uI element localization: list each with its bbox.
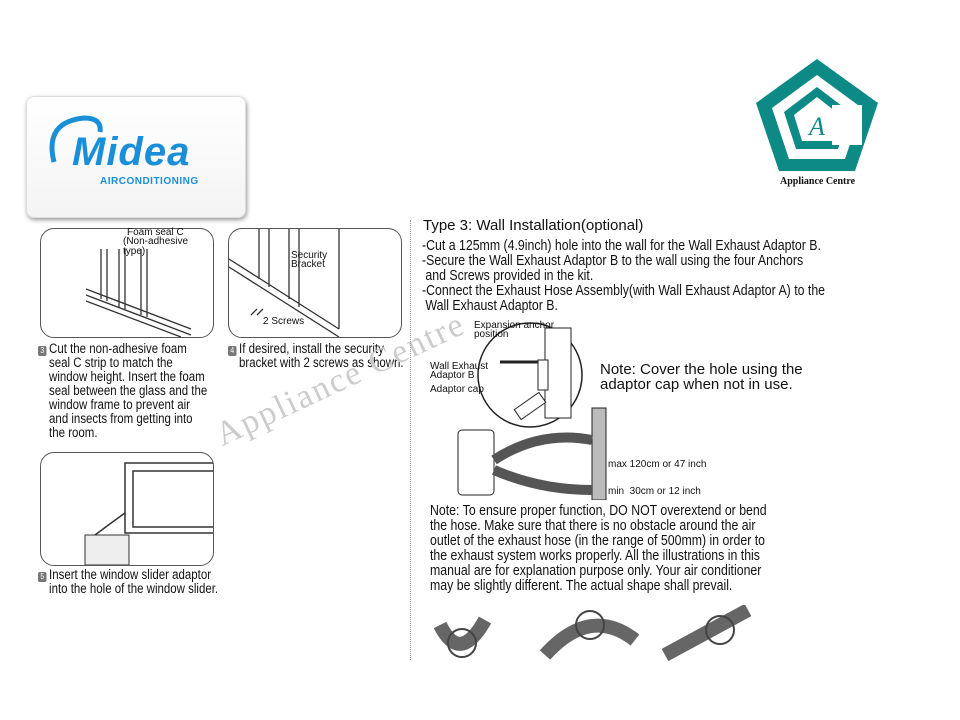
wall-diagram: [457, 322, 607, 500]
midea-logo: [26, 96, 246, 218]
hose-bend-illustrations: [433, 605, 752, 662]
midea-swoosh-icon: [49, 115, 103, 163]
appliance-centre-name: Appliance Centre: [780, 176, 856, 187]
appliance-centre-logo: A: [756, 59, 878, 171]
midea-brand: Midea: [72, 130, 191, 174]
step4-illustration: Security Bracket 2 Screws: [228, 228, 402, 338]
wall-instructions: -Cut a 125mm (4.9inch) hole into the wal…: [422, 238, 826, 314]
svg-text:A: A: [807, 112, 825, 141]
note-proper-function: Note: To ensure proper function, DO NOT …: [430, 503, 767, 594]
divider: [410, 220, 411, 660]
wall-title: Type 3: Wall Installation(optional): [423, 217, 644, 234]
midea-subtitle: AIRCONDITIONING: [100, 176, 199, 187]
step3-illustration: Foam seal C (Non-adhesive type): [40, 228, 214, 338]
step5-illustration: [40, 452, 216, 566]
